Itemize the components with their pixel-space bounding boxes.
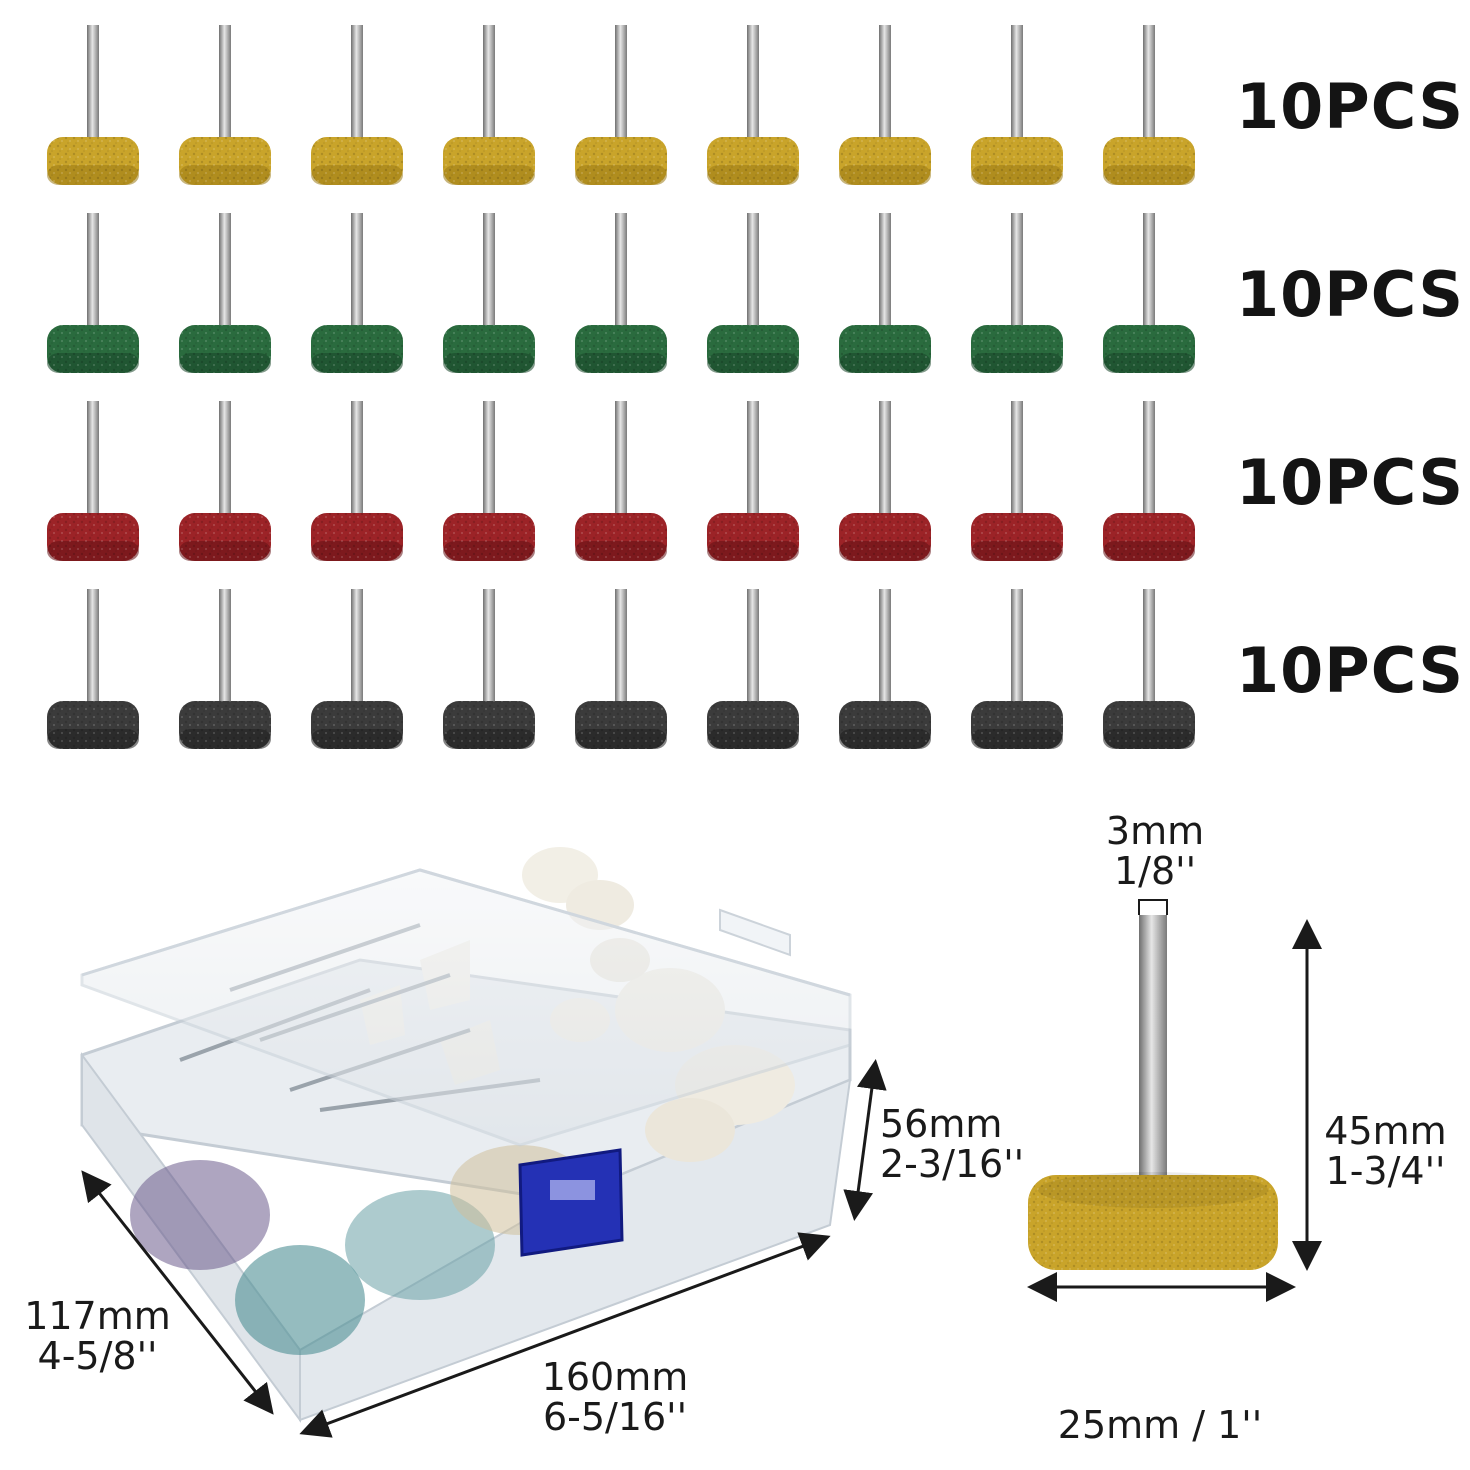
box-height-mm: 56mm (880, 1102, 1003, 1146)
box-depth-mm: 117mm (24, 1294, 171, 1338)
wheel-diameter-label: 25mm / 1'' (1057, 1403, 1263, 1447)
wheel-bit (707, 401, 799, 561)
length-mm: 45mm (1324, 1109, 1447, 1153)
wheel-bit (575, 25, 667, 185)
wheel-bit (707, 25, 799, 185)
wheel-bit (1103, 401, 1195, 561)
shank-in: 1/8'' (1113, 848, 1197, 893)
wheel-bit (971, 589, 1063, 749)
wheel-bit (47, 213, 139, 373)
wheel-bit (839, 213, 931, 373)
wheel-bit (179, 213, 271, 373)
wheel-length-label: 45mm 1-3/4'' (1318, 1109, 1453, 1193)
box-height-arrow (843, 1059, 887, 1221)
wheel-bit (839, 25, 931, 185)
wheel-bit (1103, 213, 1195, 373)
box-width-arrow (299, 1232, 831, 1438)
wheel-bit (47, 401, 139, 561)
wheel-bit (179, 589, 271, 749)
wheel-bit (311, 213, 403, 373)
wheel-bit (443, 25, 535, 185)
wheel-bit (47, 25, 139, 185)
wheel-bit (575, 589, 667, 749)
box-height-in: 2-3/16'' (880, 1141, 1025, 1186)
shank-mm: 3mm (1105, 809, 1205, 853)
wheel-bit (311, 25, 403, 185)
wheel-bit (575, 401, 667, 561)
wheel-bit (179, 401, 271, 561)
wheel-bit (839, 589, 931, 749)
wheel-bit (311, 401, 403, 561)
shank-diameter-label: 3mm 1/8'' (1095, 809, 1215, 893)
wheel-bit (839, 401, 931, 561)
box-width-label: 160mm 6-5/16'' (535, 1355, 695, 1439)
row-4-quantity-label: 10PCS (1236, 634, 1465, 707)
wheel-bit (575, 213, 667, 373)
box-width-mm: 160mm (541, 1355, 689, 1399)
wheel-bit (47, 589, 139, 749)
wheel-bit (971, 213, 1063, 373)
box-depth-arrow (81, 1170, 274, 1415)
row-1-quantity-label: 10PCS (1236, 70, 1465, 143)
wheel-bit (971, 401, 1063, 561)
row-2-quantity-label: 10PCS (1236, 258, 1465, 331)
wheel-detail-image (1028, 915, 1278, 1270)
wheel-bit (1103, 25, 1195, 185)
storage-box-image (80, 847, 852, 1424)
wheel-bit (971, 25, 1063, 185)
wheel-bit (179, 25, 271, 185)
wheel-bit (707, 589, 799, 749)
box-depth-in: 4-5/8'' (37, 1333, 158, 1378)
shank-width-bracket (1138, 899, 1168, 915)
wheel-bit (443, 213, 535, 373)
wheel-bit (443, 589, 535, 749)
row-3-quantity-label: 10PCS (1236, 446, 1465, 519)
box-width-in: 6-5/16'' (542, 1394, 688, 1439)
wheel-rows (47, 25, 1195, 749)
wheel-bit (443, 401, 535, 561)
wheel-bit (311, 589, 403, 749)
length-in: 1-3/4'' (1325, 1148, 1446, 1193)
wheel-bit (707, 213, 799, 373)
box-height-label: 56mm 2-3/16'' (880, 1102, 1025, 1186)
wheel-bit (1103, 589, 1195, 749)
box-depth-label: 117mm 4-5/8'' (20, 1294, 175, 1378)
